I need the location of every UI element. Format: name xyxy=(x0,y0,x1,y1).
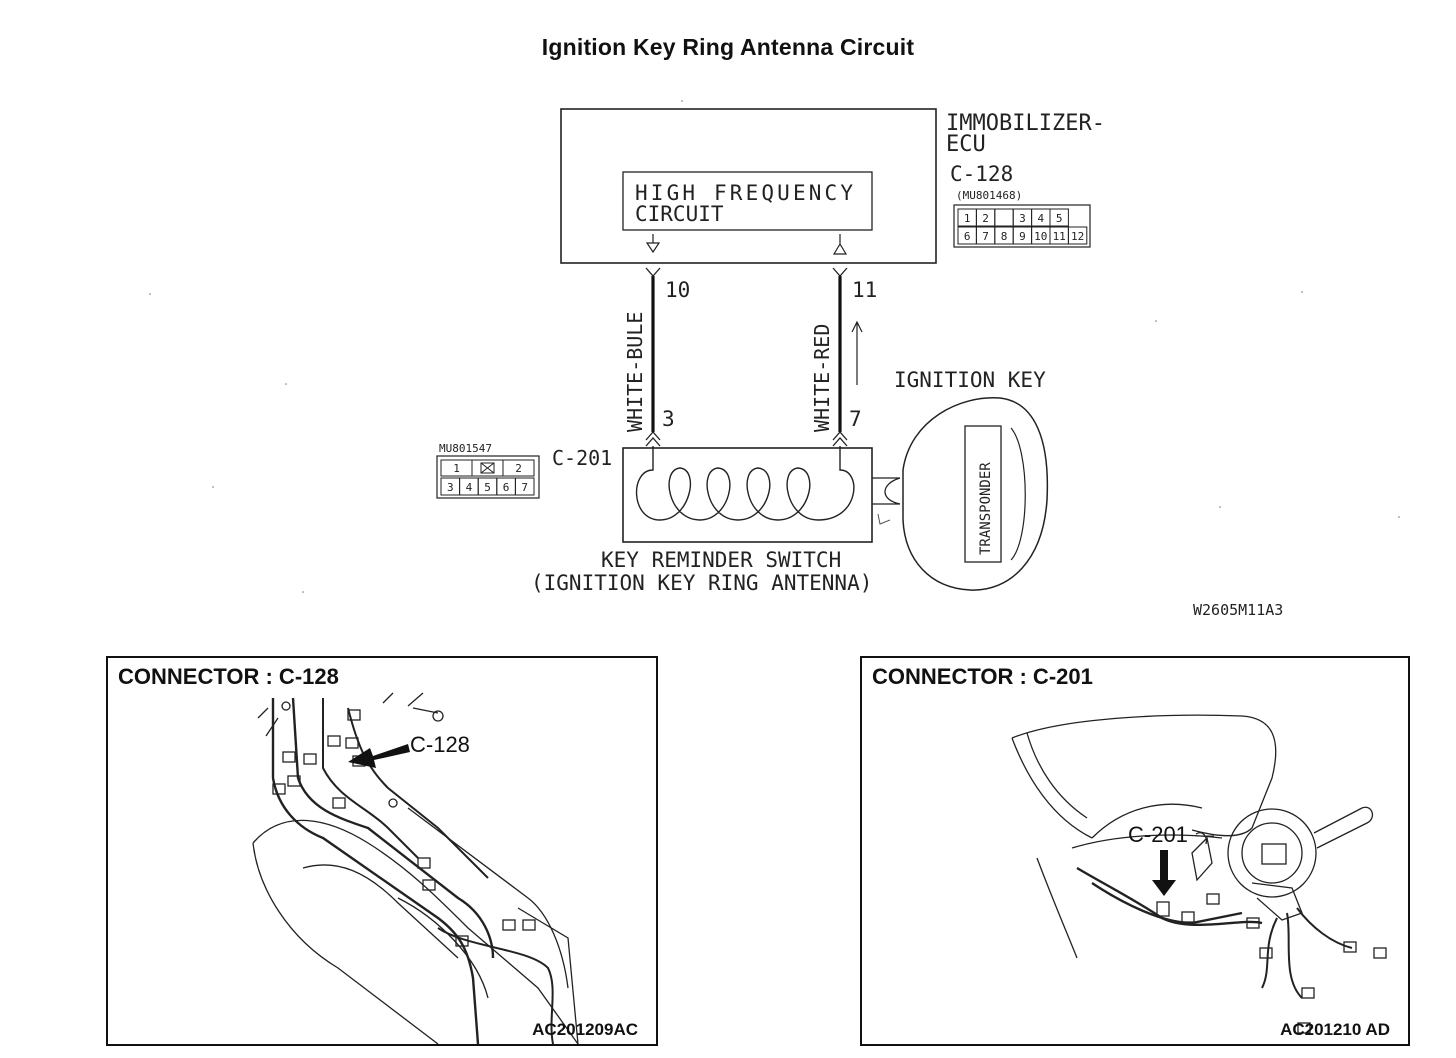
c201-location-illustration xyxy=(1011,714,1387,1034)
switch-name-line2: (IGNITION KEY RING ANTENNA) xyxy=(531,571,872,595)
connector-pin-number: 5 xyxy=(1056,212,1063,225)
c128-callout-label: C-128 xyxy=(410,732,470,757)
wire-connector-icon xyxy=(832,267,848,277)
circuit-label-line2: CIRCUIT xyxy=(635,202,724,226)
connector-pin-number: 4 xyxy=(1037,212,1044,225)
ignition-key-head xyxy=(902,397,1049,591)
panel-title: CONNECTOR : C-128 xyxy=(118,664,339,689)
c201-callout-arrow-icon xyxy=(1152,850,1176,896)
wire-connector-icon xyxy=(645,267,661,277)
wire-connector-icon xyxy=(832,431,848,447)
output-arrow-icon xyxy=(645,234,661,254)
switch-connector-id: C-201 xyxy=(552,446,612,470)
c201-callout-label: C-201 xyxy=(1128,822,1188,847)
panel-title: CONNECTOR : C-201 xyxy=(872,664,1093,689)
connector-c201-panel: CONNECTOR : C-201 C-201 AC201210 AD xyxy=(860,656,1410,1046)
connector-pin-number: 11 xyxy=(1053,230,1066,243)
switch-part-number: MU801547 xyxy=(439,442,492,455)
connector-pin-cell xyxy=(1049,208,1069,227)
high-frequency-circuit-box xyxy=(622,171,873,231)
c128-location-illustration xyxy=(252,692,579,1044)
connector-pin-number: 6 xyxy=(503,481,510,494)
ecu-pin-label: 10 xyxy=(665,278,690,302)
connector-pin-number: 3 xyxy=(447,481,454,494)
wire-connector-icon xyxy=(645,431,661,447)
connector-pin-number: 6 xyxy=(964,230,971,243)
connector-pin-number: 2 xyxy=(982,212,989,225)
panel-code: AC201210 AD xyxy=(1280,1020,1390,1039)
connector-pin-number: 7 xyxy=(521,481,528,494)
key-reminder-switch-box xyxy=(622,447,873,543)
connector-c128-panel: CONNECTOR : C-128 C-128 AC201209AC xyxy=(106,656,658,1046)
ecu-box xyxy=(560,108,937,264)
panel-code: AC201209AC xyxy=(532,1020,638,1039)
transponder-label: TRANSPONDER xyxy=(978,462,994,555)
switch-name-line1: KEY REMINDER SWITCH xyxy=(601,548,841,572)
blocked-pin-icon xyxy=(480,462,495,474)
page-title: Ignition Key Ring Antenna Circuit xyxy=(541,34,915,60)
ecu-part-number: (MU801468) xyxy=(956,189,1022,202)
input-arrow-icon xyxy=(832,234,848,255)
ecu-name-line2: ECU xyxy=(946,132,986,157)
connector-pin-number: 10 xyxy=(1034,230,1047,243)
signal-direction-arrow-icon xyxy=(851,320,863,385)
ecu-connector-id: C-128 xyxy=(950,162,1013,186)
ecu-name-line1: IMMOBILIZER- xyxy=(946,111,1105,136)
connector-pin-number: 1 xyxy=(964,212,971,225)
connector-pin-number: 5 xyxy=(484,481,491,494)
connector-pin-number: 2 xyxy=(515,462,522,475)
antenna-coil xyxy=(635,446,855,521)
connector-pin-number: 9 xyxy=(1019,230,1026,243)
connector-pin-cell xyxy=(514,477,535,496)
connector-pin-number: 12 xyxy=(1071,230,1084,243)
switch-pin-label: 7 xyxy=(849,407,862,431)
drawing-code: W2605M11A3 xyxy=(1193,601,1283,619)
connector-pin-number: 4 xyxy=(466,481,473,494)
wire-color-label: WHITE-BULE xyxy=(623,312,647,432)
switch-pin-label: 3 xyxy=(662,407,675,431)
key-shaft xyxy=(872,477,901,505)
connector-pin-number: 8 xyxy=(1001,230,1008,243)
connector-pin-cell xyxy=(502,459,535,477)
circuit-diagram: HIGH FREQUENCY CIRCUIT IMMOBILIZER- ECU … xyxy=(149,100,1400,619)
connector-pin-number: 7 xyxy=(982,230,989,243)
connector-pin-cell xyxy=(994,208,1014,227)
ignition-key-label: IGNITION KEY xyxy=(894,368,1046,392)
connector-pin-cell xyxy=(1067,226,1088,245)
connector-pin-number: 1 xyxy=(453,462,460,475)
ecu-pin-label: 11 xyxy=(852,278,877,302)
c128-callout-arrow-icon xyxy=(348,744,410,768)
transponder-box xyxy=(964,425,1002,563)
wire-color-label: WHITE-RED xyxy=(810,324,834,432)
connector-pin-number: 3 xyxy=(1019,212,1026,225)
